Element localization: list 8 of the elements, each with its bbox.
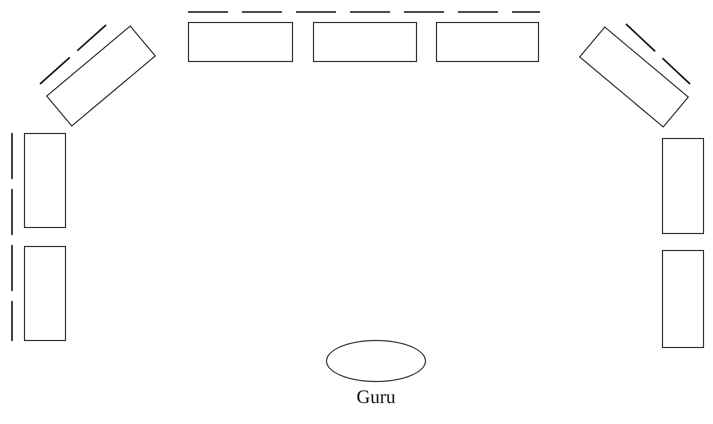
seat-label: Guru [356, 388, 396, 409]
table-rectangle [662, 250, 704, 348]
table-rectangle [188, 22, 293, 62]
table-rectangle [24, 246, 66, 341]
table-rectangle [24, 133, 66, 228]
table-rectangle [436, 22, 539, 62]
table-rectangle [313, 22, 417, 62]
table-rectangle [662, 138, 704, 234]
